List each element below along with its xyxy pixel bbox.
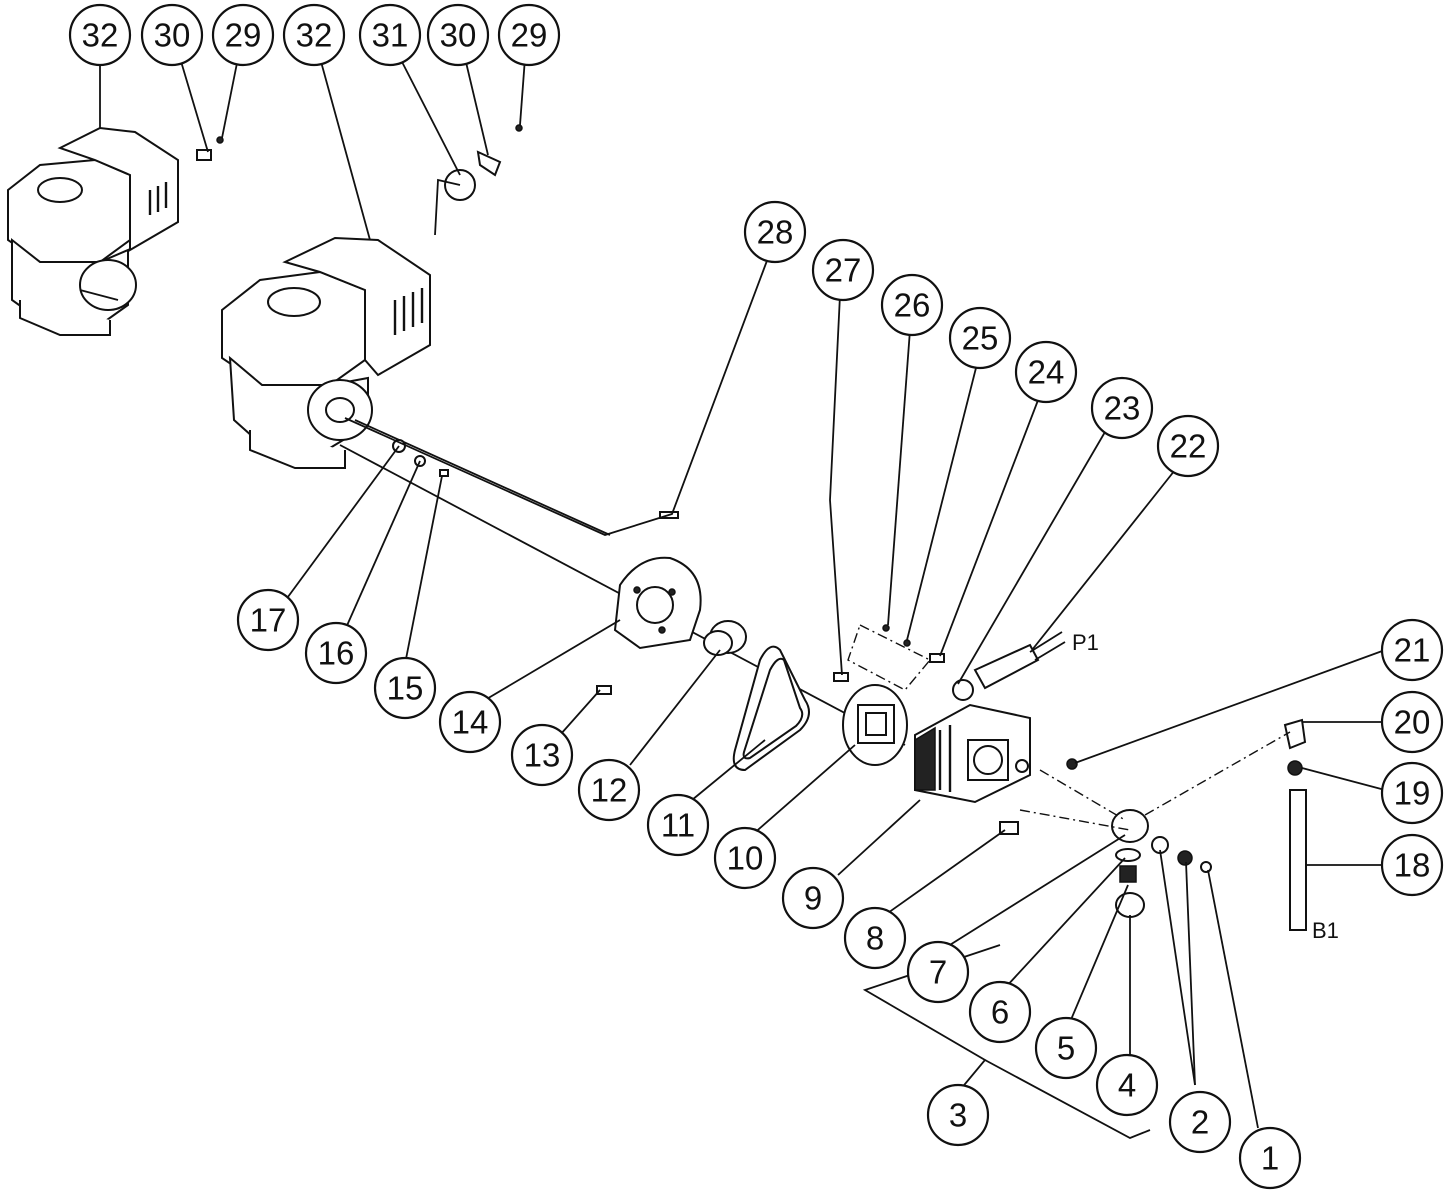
callout-2: 2 xyxy=(1168,1090,1232,1154)
callout-13: 13 xyxy=(510,723,574,787)
svg-text:13: 13 xyxy=(524,737,561,774)
callout-21: 21 xyxy=(1380,618,1444,682)
svg-text:2: 2 xyxy=(1191,1104,1209,1141)
svg-text:22: 22 xyxy=(1170,428,1207,465)
callout-24: 24 xyxy=(1014,340,1078,404)
svg-text:12: 12 xyxy=(591,772,628,809)
belt-guard xyxy=(613,556,702,650)
pulley xyxy=(703,620,747,656)
callout-28: 28 xyxy=(743,200,807,264)
dashed-connections xyxy=(847,624,1291,831)
callout-20: 20 xyxy=(1380,690,1444,754)
svg-text:28: 28 xyxy=(757,214,794,251)
callout-26: 26 xyxy=(880,273,944,337)
label-b1: B1 xyxy=(1312,918,1339,943)
svg-text:30: 30 xyxy=(440,17,477,54)
callout-6: 6 xyxy=(968,980,1032,1044)
svg-text:18: 18 xyxy=(1394,847,1431,884)
svg-text:11: 11 xyxy=(661,807,695,844)
callout-29b: 29 xyxy=(497,3,561,67)
callout-30b: 30 xyxy=(426,3,490,67)
callout-4: 4 xyxy=(1095,1053,1159,1117)
svg-text:29: 29 xyxy=(511,17,548,54)
callout-11: 11 xyxy=(646,793,710,857)
label-p1: P1 xyxy=(1072,630,1099,655)
svg-text:1: 1 xyxy=(1261,1140,1279,1177)
callout-18: 18 xyxy=(1380,833,1444,897)
callout-8: 8 xyxy=(843,906,907,970)
engine-large xyxy=(221,236,431,469)
svg-text:23: 23 xyxy=(1104,390,1141,427)
callout-7: 7 xyxy=(906,940,970,1004)
leader-lines xyxy=(99,57,1386,1139)
svg-text:27: 27 xyxy=(825,252,862,289)
svg-text:16: 16 xyxy=(318,635,355,672)
callout-16: 16 xyxy=(304,621,368,685)
svg-text:30: 30 xyxy=(154,17,191,54)
svg-text:15: 15 xyxy=(387,670,424,707)
callout-5: 5 xyxy=(1034,1016,1098,1080)
callout-14: 14 xyxy=(438,690,502,754)
callout-12: 12 xyxy=(577,758,641,822)
belt xyxy=(732,645,810,772)
callout-1: 1 xyxy=(1238,1126,1302,1190)
callout-30a: 30 xyxy=(140,3,204,67)
svg-text:24: 24 xyxy=(1028,354,1065,391)
svg-text:3: 3 xyxy=(949,1097,967,1134)
svg-text:5: 5 xyxy=(1057,1030,1075,1067)
callout-32b: 32 xyxy=(282,3,346,67)
callout-3: 3 xyxy=(926,1083,990,1147)
svg-text:8: 8 xyxy=(866,920,884,957)
svg-text:25: 25 xyxy=(962,320,999,357)
svg-text:29: 29 xyxy=(225,17,262,54)
callout-15: 15 xyxy=(373,656,437,720)
svg-text:14: 14 xyxy=(452,704,489,741)
svg-text:9: 9 xyxy=(804,880,822,917)
svg-text:6: 6 xyxy=(991,994,1009,1031)
callout-25: 25 xyxy=(948,306,1012,370)
svg-text:21: 21 xyxy=(1394,632,1431,669)
svg-text:20: 20 xyxy=(1394,704,1431,741)
svg-text:32: 32 xyxy=(296,17,333,54)
svg-text:19: 19 xyxy=(1394,775,1431,812)
svg-text:10: 10 xyxy=(727,840,764,877)
hardware xyxy=(196,124,1307,931)
callout-32a: 32 xyxy=(68,3,132,67)
pump-flange xyxy=(842,684,908,766)
callout-9: 9 xyxy=(781,866,845,930)
pump xyxy=(914,703,1031,804)
callout-29a: 29 xyxy=(211,3,275,67)
callout-23: 23 xyxy=(1090,376,1154,440)
svg-text:17: 17 xyxy=(250,602,287,639)
callout-17: 17 xyxy=(236,588,300,652)
callout-22: 22 xyxy=(1156,414,1220,478)
svg-text:7: 7 xyxy=(929,954,947,991)
svg-text:31: 31 xyxy=(372,17,409,54)
callout-31: 31 xyxy=(358,3,422,67)
callout-27: 27 xyxy=(811,238,875,302)
engine-small xyxy=(7,126,179,336)
svg-text:26: 26 xyxy=(894,287,931,324)
svg-text:4: 4 xyxy=(1118,1067,1136,1104)
callout-19: 19 xyxy=(1380,761,1444,825)
callout-10: 10 xyxy=(713,826,777,890)
svg-text:32: 32 xyxy=(82,17,119,54)
